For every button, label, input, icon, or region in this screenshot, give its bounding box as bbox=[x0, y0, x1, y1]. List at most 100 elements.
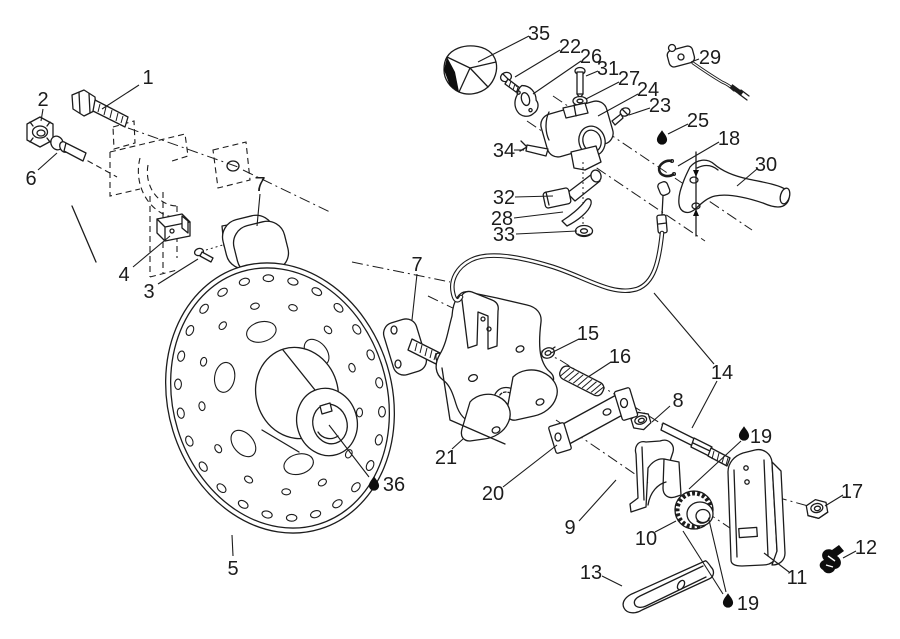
svg-text:24: 24 bbox=[637, 79, 659, 101]
svg-text:23: 23 bbox=[649, 95, 671, 117]
part-lever-30 bbox=[678, 151, 791, 237]
part-snap-ring-18 bbox=[657, 158, 677, 178]
part-screw-22 bbox=[499, 71, 528, 97]
svg-text:26: 26 bbox=[580, 46, 602, 68]
svg-text:4: 4 bbox=[118, 264, 129, 286]
part-bracket-9 bbox=[629, 439, 682, 513]
svg-text:10: 10 bbox=[635, 528, 657, 550]
callout-33: 33 bbox=[493, 224, 578, 246]
part-spring-16 bbox=[559, 365, 605, 397]
svg-text:35: 35 bbox=[528, 23, 550, 45]
callout-16: 16 bbox=[587, 346, 631, 378]
svg-text:22: 22 bbox=[559, 36, 581, 58]
callout-20: 20 bbox=[482, 444, 558, 505]
callout-25: 25 bbox=[667, 110, 709, 135]
callout-28: 28 bbox=[491, 208, 564, 230]
callout-19-lower: 19 bbox=[682, 519, 759, 615]
callout-35: 35 bbox=[477, 23, 550, 63]
svg-text:25: 25 bbox=[687, 110, 709, 132]
callout-23: 23 bbox=[628, 95, 671, 117]
callout-19-upper: 19 bbox=[688, 426, 772, 490]
svg-text:20: 20 bbox=[482, 483, 504, 505]
part-cable-rod bbox=[660, 422, 731, 467]
part-clip-28 bbox=[561, 198, 592, 227]
part-grease-drop-25 bbox=[656, 130, 668, 145]
svg-text:11: 11 bbox=[787, 567, 808, 589]
svg-text:2: 2 bbox=[37, 89, 48, 111]
svg-text:9: 9 bbox=[564, 517, 575, 539]
callout-17: 17 bbox=[824, 481, 863, 507]
svg-text:27: 27 bbox=[618, 68, 640, 90]
svg-text:12: 12 bbox=[855, 537, 877, 559]
svg-text:5: 5 bbox=[227, 558, 238, 580]
part-switch-29 bbox=[666, 43, 750, 101]
part-washer-33 bbox=[574, 224, 594, 238]
svg-text:1: 1 bbox=[142, 67, 153, 89]
part-caliper-21 bbox=[435, 290, 558, 445]
svg-text:15: 15 bbox=[577, 323, 599, 345]
svg-text:34: 34 bbox=[493, 140, 515, 162]
part-cable-14 bbox=[450, 181, 671, 303]
part-washer-15 bbox=[541, 346, 556, 359]
callout-13: 13 bbox=[580, 562, 623, 587]
part-nut-17 bbox=[805, 498, 829, 520]
part-nut-2 bbox=[26, 116, 54, 148]
svg-text:36: 36 bbox=[383, 474, 405, 496]
svg-text:31: 31 bbox=[597, 58, 619, 80]
callout-15: 15 bbox=[550, 323, 599, 354]
callout-27: 27 bbox=[585, 68, 640, 100]
svg-text:3: 3 bbox=[143, 281, 154, 303]
svg-text:30: 30 bbox=[755, 154, 777, 176]
svg-text:21: 21 bbox=[435, 447, 457, 469]
callout-21: 21 bbox=[435, 438, 464, 469]
callout-26: 26 bbox=[532, 46, 602, 95]
callout-24: 24 bbox=[597, 79, 659, 117]
part-lever-arm-32 bbox=[542, 162, 602, 228]
callout-5: 5 bbox=[227, 534, 239, 580]
callout-2: 2 bbox=[37, 89, 49, 122]
part-hub bbox=[254, 346, 359, 457]
part-housing-24 bbox=[540, 100, 614, 171]
callout-31: 31 bbox=[585, 58, 619, 80]
svg-text:32: 32 bbox=[493, 187, 515, 209]
svg-text:33: 33 bbox=[493, 224, 515, 246]
svg-text:7: 7 bbox=[254, 174, 265, 196]
svg-text:18: 18 bbox=[718, 128, 740, 150]
callout-7-left: 7 bbox=[254, 174, 266, 227]
callout-29: 29 bbox=[690, 47, 721, 69]
svg-text:14: 14 bbox=[711, 362, 733, 384]
callout-10: 10 bbox=[635, 520, 677, 550]
callout-7-right: 7 bbox=[411, 254, 423, 321]
part-cap-35 bbox=[443, 45, 498, 95]
svg-text:28: 28 bbox=[491, 208, 513, 230]
callout-22: 22 bbox=[514, 36, 581, 78]
part-spring-clip-13 bbox=[622, 560, 715, 614]
part-bolt-31 bbox=[574, 66, 586, 99]
lubricant-drop-icon bbox=[722, 593, 734, 608]
svg-text:16: 16 bbox=[609, 346, 631, 368]
mounting-bracket-phantom bbox=[69, 120, 251, 278]
callout-3: 3 bbox=[143, 258, 199, 303]
callout-12: 12 bbox=[842, 537, 877, 559]
part-adjuster-wheel-10 bbox=[674, 490, 714, 530]
part-pin-6 bbox=[50, 135, 87, 162]
svg-text:19: 19 bbox=[750, 426, 772, 448]
callout-11: 11 bbox=[763, 552, 808, 589]
part-gasket-26 bbox=[514, 84, 539, 117]
svg-text:13: 13 bbox=[580, 562, 602, 584]
svg-text:6: 6 bbox=[25, 168, 36, 190]
callout-36: 36 bbox=[328, 424, 405, 496]
lubricant-drop-icon bbox=[738, 426, 750, 441]
svg-text:29: 29 bbox=[699, 47, 721, 69]
svg-text:8: 8 bbox=[672, 390, 683, 412]
svg-text:19: 19 bbox=[737, 593, 759, 615]
callout-6: 6 bbox=[25, 152, 58, 190]
part-clip-4 bbox=[156, 213, 191, 242]
callout-34: 34 bbox=[493, 140, 524, 162]
part-cover-11 bbox=[727, 448, 786, 567]
part-screw-23 bbox=[611, 107, 631, 126]
callout-18: 18 bbox=[677, 128, 740, 167]
part-knob-7 bbox=[221, 214, 290, 276]
callout-32: 32 bbox=[493, 187, 554, 209]
